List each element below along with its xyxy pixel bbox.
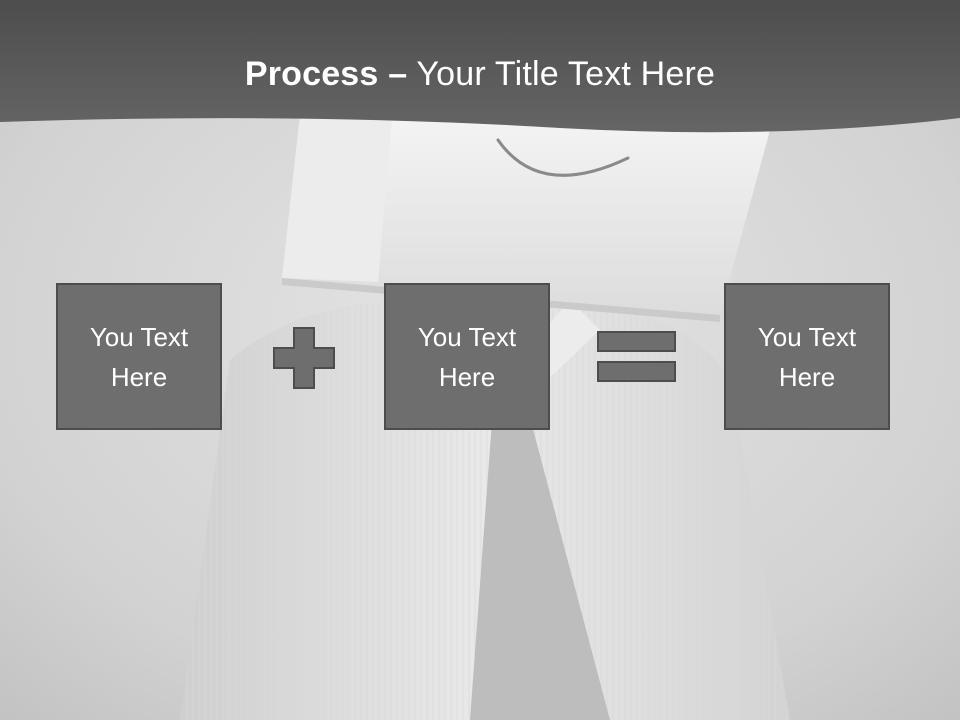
step-box-1-text: You Text Here	[89, 321, 189, 392]
title-band	[0, 0, 960, 133]
step-box-3[interactable]: You Text Here	[724, 283, 890, 430]
title-rest: Your Title Text Here	[416, 55, 716, 93]
step-box-2[interactable]: You Text Here	[384, 283, 550, 430]
equals-icon	[597, 331, 676, 382]
title-bold: Process	[244, 55, 379, 93]
step-box-2-text: You Text Here	[417, 321, 517, 392]
slide-title: Process – Your Title Text Here	[0, 52, 960, 96]
step-box-3-text: You Text Here	[757, 321, 857, 392]
step-box-1[interactable]: You Text Here	[56, 283, 222, 430]
title-dash: –	[388, 55, 408, 93]
plus-icon	[273, 327, 335, 389]
